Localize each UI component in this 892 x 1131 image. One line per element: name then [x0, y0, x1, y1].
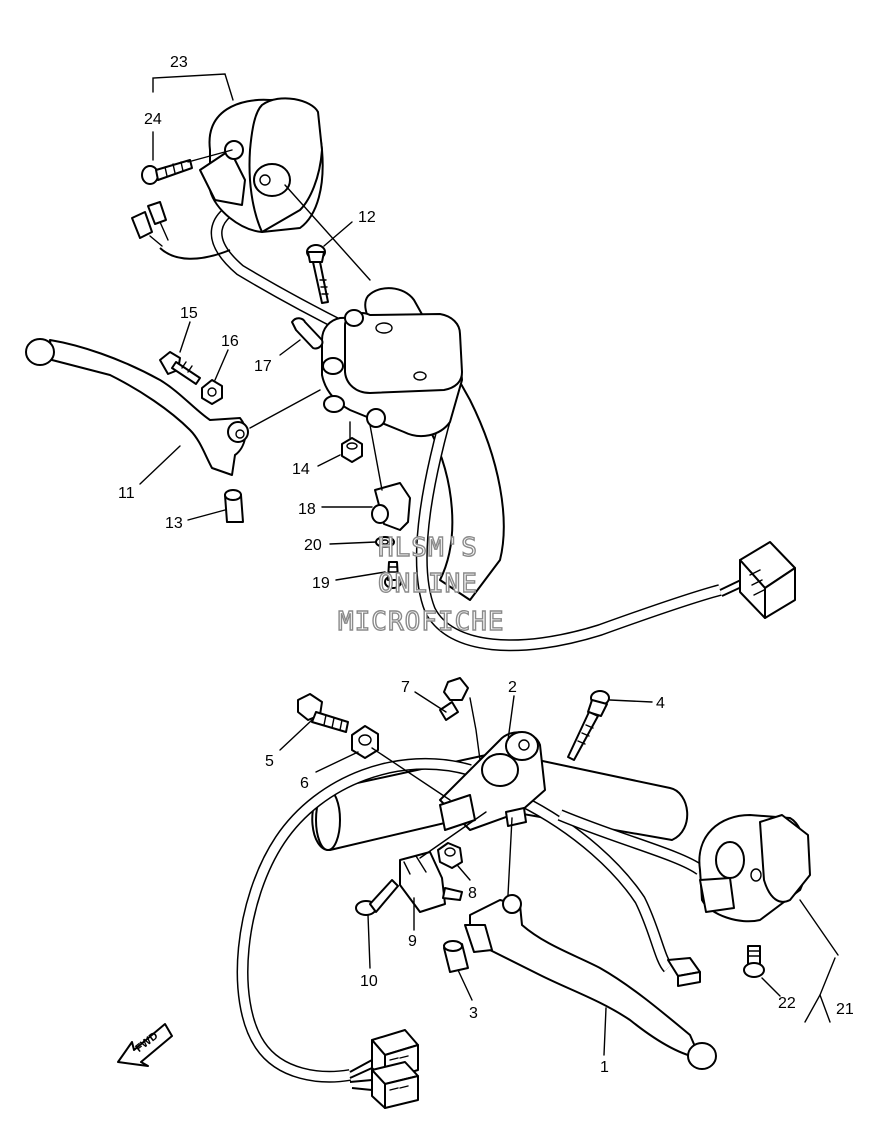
- master-cylinder: [321, 309, 463, 438]
- label-21: 21: [836, 1001, 854, 1018]
- bolt-15: [159, 351, 201, 385]
- bolt-5: [297, 693, 349, 733]
- label-2: 2: [508, 679, 517, 696]
- watermark: HLSM'S ONLINE MICROFICHE: [337, 532, 505, 637]
- label-3: 3: [469, 1005, 478, 1022]
- label-6: 6: [300, 775, 309, 792]
- label-10: 10: [360, 973, 378, 990]
- label-8: 8: [468, 885, 477, 902]
- watermark-line-3: MICROFICHE: [338, 607, 505, 637]
- nut-8: [437, 842, 463, 869]
- collar-13: [224, 489, 244, 523]
- nut-14: [341, 437, 363, 463]
- right-handlebar-switch: [698, 814, 811, 923]
- screw-7: [439, 677, 469, 721]
- clutch-holder-2: [439, 731, 546, 831]
- leader-lines: [139, 73, 839, 1056]
- collar-3: [443, 940, 469, 973]
- clutch-switch-9: [399, 851, 463, 913]
- upper-wire-harness: [159, 194, 749, 652]
- watermark-line-1: HLSM'S: [378, 533, 478, 563]
- screw-10: [355, 879, 399, 916]
- bolt-4: [567, 690, 610, 761]
- callout-labels: 23 24 12 15 16 17 11 13 14 18 20 19 7 2 …: [118, 54, 854, 1076]
- label-23: 23: [170, 54, 188, 71]
- label-13: 13: [165, 515, 183, 532]
- spring-17: [291, 317, 324, 350]
- label-14: 14: [292, 461, 310, 478]
- left-handlebar-switch: [199, 97, 324, 233]
- fwd-arrow-icon: FWD: [117, 1023, 173, 1067]
- label-19: 19: [312, 575, 330, 592]
- label-22: 22: [778, 995, 796, 1012]
- label-24: 24: [144, 111, 162, 128]
- watermark-line-2: ONLINE: [378, 569, 478, 599]
- label-7: 7: [401, 679, 410, 696]
- right-small-connector: [667, 957, 701, 987]
- wire-terminals-left: [131, 201, 169, 247]
- lower-wire-harness: [236, 757, 704, 1091]
- brake-switch-18: [371, 482, 411, 531]
- label-11: 11: [118, 485, 135, 502]
- label-9: 9: [408, 933, 417, 950]
- label-20: 20: [304, 537, 322, 554]
- label-15: 15: [180, 305, 198, 322]
- brake-lever-11: [25, 338, 249, 476]
- screw-22: [743, 945, 765, 978]
- nut-6: [351, 725, 379, 759]
- label-1: 1: [600, 1059, 609, 1076]
- lower-connectors: [371, 1029, 419, 1109]
- label-17: 17: [254, 358, 272, 375]
- bolt-12: [306, 244, 329, 304]
- screw-19: [384, 561, 402, 589]
- screw-24: [141, 159, 193, 185]
- nut-16: [201, 379, 223, 405]
- label-16: 16: [221, 333, 239, 350]
- clutch-lever-1: [464, 894, 717, 1070]
- label-5: 5: [265, 753, 274, 770]
- label-12: 12: [358, 209, 376, 226]
- label-4: 4: [656, 695, 665, 712]
- label-18: 18: [298, 501, 316, 518]
- upper-connector: [739, 541, 796, 619]
